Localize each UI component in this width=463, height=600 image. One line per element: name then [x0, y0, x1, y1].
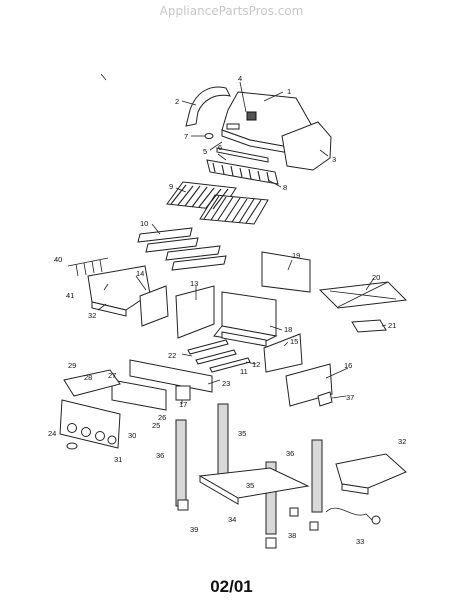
- callout-26: 26: [158, 413, 166, 422]
- callout-17: 17: [179, 400, 187, 409]
- part-heat-deflector: [221, 331, 267, 347]
- callout-40: 40: [54, 255, 62, 264]
- callout-32-left: 32: [88, 311, 96, 320]
- callout-6: 6: [218, 143, 222, 152]
- callout-21: 21: [388, 321, 396, 330]
- callout-14: 14: [136, 269, 144, 278]
- part-manifold: [129, 359, 213, 393]
- part-end-cap: [281, 121, 332, 171]
- part-cooking-grates: [166, 181, 269, 225]
- part-clip: [317, 391, 333, 407]
- part-catch-pan: [351, 319, 387, 333]
- callout-7: 7: [184, 132, 188, 141]
- part-control-knobs: [67, 423, 117, 445]
- callout-32-right: 32: [398, 437, 406, 446]
- part-side-table-left: [87, 265, 151, 311]
- part-heat-shield: [63, 369, 121, 397]
- callout-3: 3: [332, 155, 336, 164]
- callout-19: 19: [292, 251, 300, 260]
- part-casters: [177, 499, 319, 549]
- callout-29: 29: [68, 361, 76, 370]
- callout-4: 4: [238, 74, 242, 83]
- callout-12: 12: [252, 360, 260, 369]
- callout-33: 33: [356, 537, 364, 546]
- callout-24: 24: [48, 429, 56, 438]
- callout-37: 37: [346, 393, 354, 402]
- callout-5: 5: [203, 147, 207, 156]
- callout-41: 41: [66, 291, 74, 300]
- part-igniter: [66, 442, 78, 450]
- part-screw: [204, 133, 214, 139]
- part-valve-plate: [111, 379, 167, 411]
- part-warming-rack: [206, 159, 279, 185]
- part-thermometer: [226, 123, 240, 130]
- part-cookbox-right: [263, 333, 303, 373]
- callout-25: 25: [152, 421, 160, 430]
- part-flavorizer-bars: [137, 227, 227, 271]
- callout-9: 9: [169, 182, 173, 191]
- callout-30: 30: [128, 431, 136, 440]
- callout-36-right: 36: [286, 449, 294, 458]
- callout-10: 10: [140, 219, 148, 228]
- part-regulator-hose: [325, 507, 373, 521]
- callout-27: 27: [108, 371, 116, 380]
- part-back-panel: [261, 251, 311, 293]
- callout-labels: 1 2 3 4 5 6 7 8 9 10 11 12 13 14 15 16 1…: [48, 74, 406, 546]
- callout-35-lower: 35: [246, 481, 254, 490]
- part-cookbox-left: [175, 285, 215, 339]
- date-code: 02/01: [210, 577, 253, 596]
- part-burner-tubes: [187, 339, 251, 373]
- callout-13: 13: [190, 279, 198, 288]
- callout-23: 23: [222, 379, 230, 388]
- part-rod: [216, 147, 269, 163]
- callout-36-left: 36: [156, 451, 164, 460]
- callout-22: 22: [168, 351, 176, 360]
- part-crossover: [175, 385, 191, 401]
- part-lid-handle: [185, 86, 231, 127]
- callout-18: 18: [284, 325, 292, 334]
- callout-1: 1: [287, 87, 291, 96]
- part-badge: [246, 111, 257, 121]
- callout-16: 16: [344, 361, 352, 370]
- callout-2: 2: [175, 97, 179, 106]
- callout-20: 20: [372, 273, 380, 282]
- leader-lines: [97, 73, 387, 404]
- part-frame-legs: [175, 403, 323, 535]
- callout-11: 11: [240, 367, 248, 376]
- callout-38: 38: [288, 531, 296, 540]
- grill-parts: [59, 86, 408, 549]
- callout-39: 39: [190, 525, 198, 534]
- callout-8: 8: [283, 183, 287, 192]
- part-side-table-right: [335, 453, 407, 489]
- part-side-bracket: [139, 285, 169, 327]
- part-regulator: [371, 515, 381, 525]
- callout-31: 31: [114, 455, 122, 464]
- callout-34: 34: [228, 515, 236, 524]
- callout-28: 28: [84, 373, 92, 382]
- watermark: AppliancePartsPros.com: [159, 4, 304, 18]
- callout-35-upper: 35: [238, 429, 246, 438]
- part-tool-hooks: [67, 257, 109, 277]
- callout-15: 15: [290, 337, 298, 346]
